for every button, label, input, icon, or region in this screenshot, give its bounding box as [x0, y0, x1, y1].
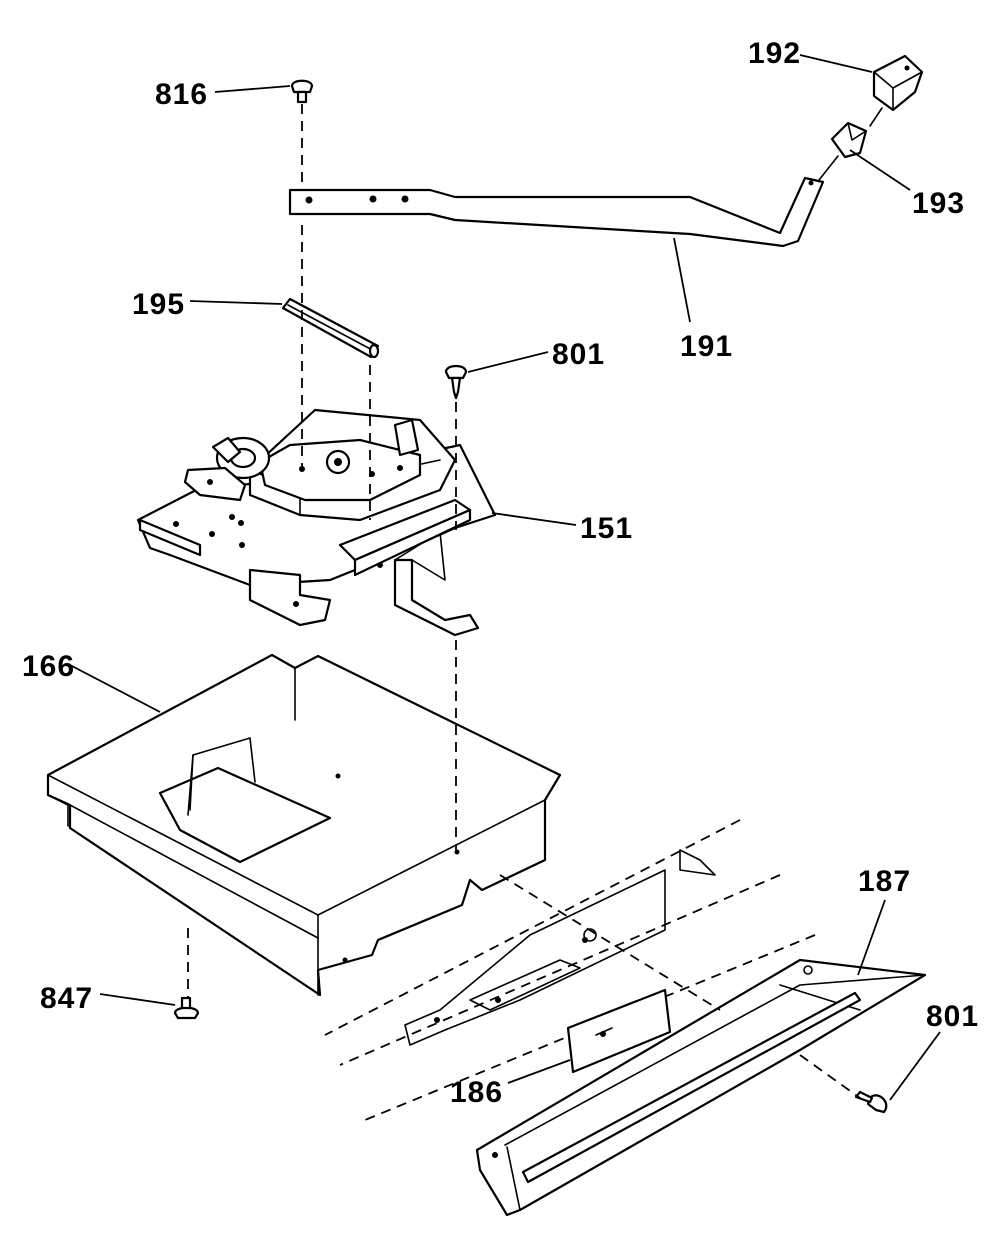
part-187-angle-rail [475, 958, 927, 1217]
rivet-801-lower [854, 1090, 888, 1114]
label-816: 816 [155, 78, 208, 111]
label-801-upper: 801 [552, 338, 605, 371]
part-151-latch-assembly [136, 408, 497, 637]
label-186: 186 [450, 1076, 503, 1109]
rivet-801-upper [444, 364, 468, 400]
label-166: 166 [22, 650, 75, 683]
label-192: 192 [748, 37, 801, 70]
part-166-tray [46, 653, 562, 997]
label-187: 187 [858, 865, 911, 898]
label-195: 195 [132, 288, 185, 321]
label-847: 847 [40, 982, 93, 1015]
part-195-pin [281, 297, 380, 359]
screw-816 [290, 79, 314, 104]
part-192-knob [869, 54, 924, 127]
label-193: 193 [912, 187, 965, 220]
assembly-lines [187, 104, 861, 1099]
leader-lines [69, 54, 941, 1101]
part-labels: 816 192 193 191 195 801 151 166 187 801 … [22, 37, 979, 1109]
label-801-lower: 801 [926, 1000, 979, 1033]
label-151: 151 [580, 512, 633, 545]
part-191-lever-arm [288, 176, 825, 248]
part-193-clip [818, 121, 868, 181]
part-186-bracket [566, 988, 672, 1074]
screw-847 [173, 996, 200, 1020]
label-191: 191 [680, 330, 733, 363]
